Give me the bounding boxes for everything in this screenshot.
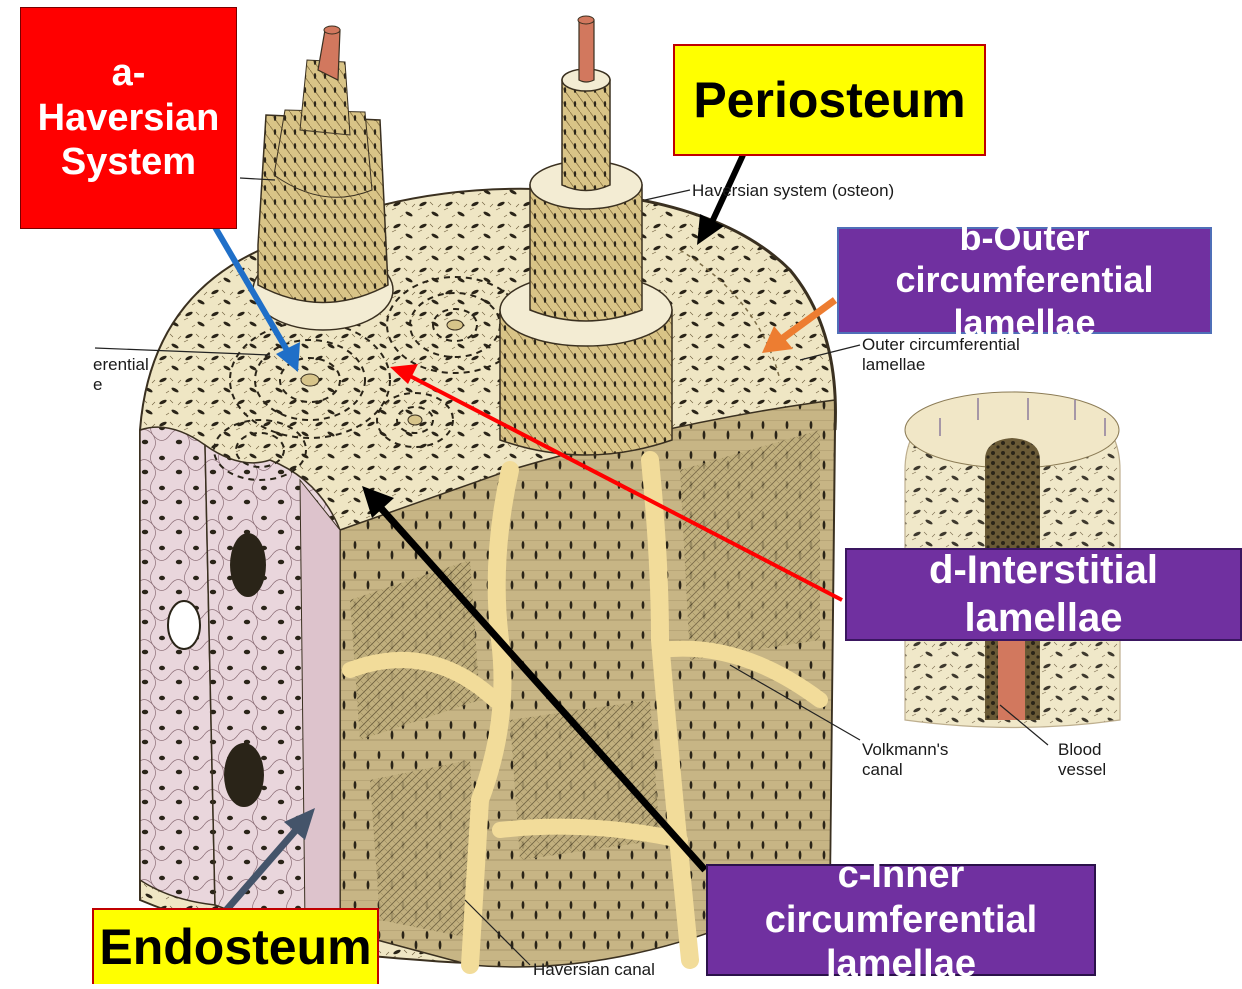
haversian-osteon-twisted [253, 26, 393, 330]
label-blood-line1: Blood [1058, 740, 1101, 759]
callout-interstitial-text: d-Interstitial lamellae [847, 547, 1240, 641]
label-left-line2: e [93, 375, 102, 394]
bone-block [140, 189, 835, 967]
callout-inner-circumferential-lamellae: c-Inner circumferential lamellae [706, 864, 1096, 976]
callout-periosteum: Periosteum [673, 44, 986, 156]
label-blood-line2: vessel [1058, 760, 1106, 779]
callout-outer-line2: lamellae [953, 302, 1095, 344]
callout-haversian-line1: a-Haversian [21, 51, 236, 141]
callout-interstitial-lamellae: d-Interstitial lamellae [845, 548, 1242, 641]
label-volkmann-line2: canal [862, 760, 903, 779]
callout-haversian-system: a-Haversian System [20, 7, 237, 229]
callout-periosteum-text: Periosteum [693, 71, 965, 130]
label-volkmanns-canal: Volkmann's canal [862, 740, 948, 779]
callout-outer-line1: b-Outer circumferential [839, 217, 1210, 302]
label-blood-vessel: Blood vessel [1058, 740, 1106, 779]
callout-haversian-line2: System [61, 140, 196, 185]
label-outer-line2: lamellae [862, 355, 925, 374]
label-volkmann-line1: Volkmann's [862, 740, 948, 759]
callout-outer-circumferential-lamellae: b-Outer circumferential lamellae [837, 227, 1212, 334]
callout-endosteum-text: Endosteum [99, 918, 371, 977]
label-haversian-system-osteon: Haversian system (osteon) [692, 181, 894, 201]
label-left-circumferential: erential e [93, 355, 149, 394]
label-haversian-canal: Haversian canal [533, 960, 655, 980]
callout-inner-line1: c-Inner circumferential [708, 853, 1094, 943]
callout-endosteum: Endosteum [92, 908, 379, 984]
callout-inner-line2: lamellae [826, 942, 976, 987]
label-left-line1: erential [93, 355, 149, 374]
